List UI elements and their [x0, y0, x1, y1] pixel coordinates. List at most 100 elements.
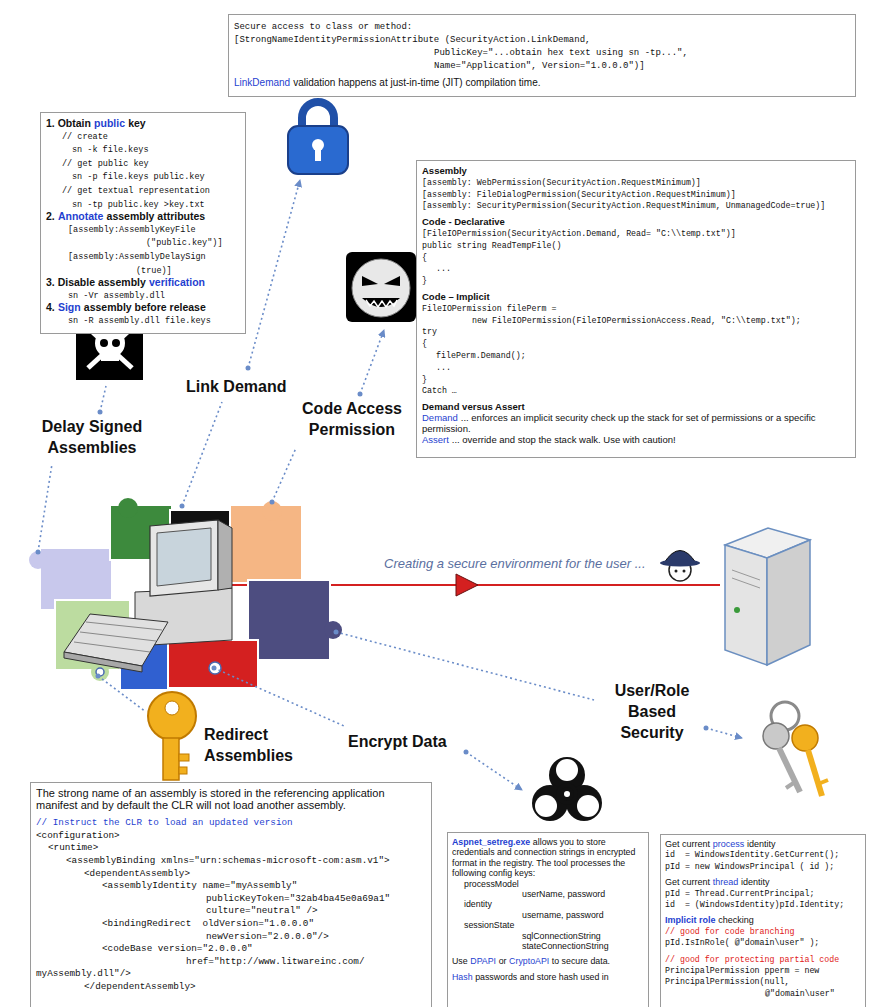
code-text: public string ReadTempFile(): [422, 241, 561, 250]
text-row: {: [422, 338, 850, 350]
skull-icon: [88, 328, 132, 368]
note-text: 2.: [46, 210, 55, 222]
code-text: // get public key: [62, 159, 149, 169]
note-text: verification: [149, 276, 205, 288]
code-note-box: Secure access to class or method:[Strong…: [228, 14, 856, 97]
text-row: [assembly:AssemblyKeyFile: [46, 223, 240, 237]
code-note-box: The strong name of an assembly is stored…: [30, 782, 432, 1007]
code-text: ...: [436, 363, 451, 372]
code-text: <assemblyBinding xmlns="urn:schemas-micr…: [66, 855, 390, 866]
text-row: FileIOPermission filePerm =: [422, 303, 850, 315]
spy-icon: [683, 570, 686, 573]
code-text: (true)]: [136, 266, 172, 276]
code-text: ...: [436, 264, 451, 273]
code-text: Secure access to class or method:: [234, 22, 412, 32]
leader-dot: [334, 630, 339, 635]
text-row: culture="neutral" />: [36, 904, 426, 917]
text-row: // good for code branching: [665, 926, 861, 937]
text-row: Catch …: [422, 385, 850, 397]
code-text: // good for code branching: [665, 927, 794, 936]
skull-icon: [88, 328, 132, 368]
leader-line: [100, 386, 106, 412]
text-row: pId = Thread.CurrentPrincipal;: [665, 888, 861, 899]
code-text: PrincipalPermission(null,: [665, 977, 789, 986]
note-text: sqlConnectionString: [522, 931, 601, 941]
text-row: 3. Disable assemblyverification: [46, 277, 240, 289]
caption-text: Creating a secure environment for the us…: [384, 553, 684, 574]
box-content: The strong name of an assembly is stored…: [31, 783, 431, 998]
keys-icon: [808, 750, 822, 796]
note-text: 1. Obtain: [46, 117, 91, 129]
code-text: <configuration>: [36, 830, 120, 841]
code-text: PublicKey="...obtain hex text using sn -…: [434, 48, 688, 58]
box-content: Get currentprocessidentityid = WindowsId…: [661, 835, 865, 1003]
code-text: new FileIOPermission(FileIOPermissionAcc…: [472, 316, 801, 325]
key-icon: [148, 692, 196, 740]
steps-box: 1. Obtainpublickey// createsn -k file.ke…: [40, 112, 246, 334]
leader-line: [706, 728, 742, 738]
code-text: culture="neutral" />: [206, 905, 318, 916]
section-label: Link Demand: [186, 376, 306, 397]
text-row: [FileIOPermission(SecurityAction.Demand,…: [422, 228, 850, 240]
code-text: Name="Application", Version="1.0.0.0")]: [434, 61, 645, 71]
text-row: sn -p file.keys public.key: [46, 170, 240, 184]
code-text: <dependentAssembly>: [84, 868, 190, 879]
spy-icon: [675, 570, 678, 573]
lock-icon: [315, 146, 321, 161]
key-icon: [163, 738, 179, 780]
code-text: <codeBase version="2.0.0.0": [102, 943, 253, 954]
text-row: PrincipalPermission(null,: [665, 976, 861, 987]
code-text: newVersion="2.0.0.0"/>: [206, 931, 329, 942]
note-text: sessionState: [464, 920, 514, 930]
note-text: assembly before release: [84, 301, 206, 313]
code-text: }: [422, 375, 427, 384]
text-row: <assemblyBinding xmlns="urn:schemas-micr…: [36, 854, 426, 867]
code-text: @"domain\user": [765, 989, 835, 998]
puzzle-piece: [118, 498, 138, 518]
text-row: Get currentthreadidentity: [665, 877, 861, 887]
leader-line: [38, 464, 52, 552]
text-row: </dependentAssembly>: [36, 980, 426, 993]
puzzle-piece: [168, 640, 258, 688]
code-text: Catch …: [422, 386, 457, 395]
text-row: Secure access to class or method:: [234, 20, 850, 33]
text-row: // good for protecting partial code: [665, 954, 861, 965]
leader-dot: [464, 750, 469, 755]
note-text: or: [499, 956, 507, 966]
text-row: public string ReadTempFile(): [422, 240, 850, 252]
note-text: Demand versus Assert: [422, 401, 525, 412]
evil-face-icon: [346, 252, 416, 322]
text-row: try: [422, 326, 850, 338]
text-row: Hashpasswords and store hash used in: [452, 972, 644, 982]
note-text: thread: [713, 877, 739, 887]
text-row: href="http://www.litwareinc.com/: [36, 955, 426, 968]
server-icon: [732, 570, 760, 580]
note-text: 3. Disable assembly: [46, 276, 146, 288]
note-text: Aspnet_setreg.exe: [452, 837, 530, 847]
note-text: userName, password: [522, 889, 605, 899]
text-row: filePerm.Demand();: [422, 350, 850, 362]
text-row: <assemblyIdentity name="myAssembly": [36, 879, 426, 892]
text-row: // get textual representation: [46, 184, 240, 198]
note-text: assembly attributes: [107, 210, 206, 222]
note-text: Hash: [452, 972, 473, 982]
note-text: stateConnectionString: [522, 941, 609, 951]
code-text: <runtime>: [48, 842, 98, 853]
leader-dot: [180, 504, 185, 509]
leader-line: [360, 330, 384, 394]
code-note-box: Get currentprocessidentityid = WindowsId…: [660, 834, 866, 1007]
code-text: // get textual representation: [62, 186, 210, 196]
server-icon: [767, 540, 810, 665]
text-row: sqlConnectionString: [452, 931, 644, 941]
note-text: identity: [741, 877, 770, 887]
text-row: LinkDemandvalidation happens at just-in-…: [234, 77, 850, 89]
note-text: ... enforces an implicit security check …: [422, 412, 816, 434]
code-text: [assembly:AssemblyKeyFile: [68, 225, 196, 235]
code-text: // good for protecting partial code: [665, 955, 839, 964]
code-text: pId = Thread.CurrentPrincipal;: [665, 889, 814, 898]
evil-face-icon: [362, 298, 400, 307]
text-row: userName, password: [452, 889, 644, 899]
text-row: }: [422, 275, 850, 287]
note-text: Demand: [422, 412, 458, 423]
